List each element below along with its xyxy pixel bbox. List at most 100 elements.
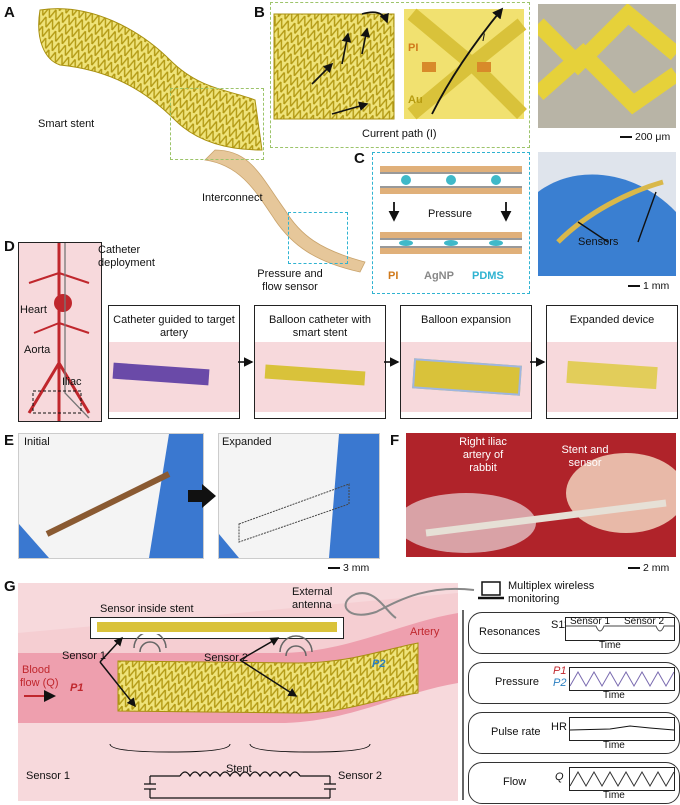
heart-label: Heart — [20, 304, 47, 316]
anatomy-frame — [18, 242, 102, 422]
smart-stent-label: Smart stent — [38, 118, 95, 130]
current-i-label: I — [482, 32, 486, 44]
expanded-label: Expanded — [222, 436, 272, 448]
monitor-resonances: Resonances S11 Sensor 1 Sensor 2 Time — [468, 612, 680, 654]
pressure-label: Pressure — [427, 208, 473, 220]
scale-bar-e: 3 mm — [328, 562, 369, 574]
stent-sensor-label: Stent and sensor — [561, 444, 609, 469]
expanded-photo — [218, 433, 380, 559]
scale-bar-c: 1 mm — [628, 280, 669, 292]
sensors-label: Sensors — [578, 236, 619, 248]
q-axis: Q — [555, 771, 564, 783]
initial-label: Initial — [24, 436, 50, 448]
sensor1-mini-label: Sensor 1 — [570, 616, 611, 627]
step-arrows — [238, 357, 546, 367]
flow-plot — [569, 767, 675, 791]
surgery-photo — [406, 433, 676, 557]
sensor2-mini-label: Sensor 2 — [624, 616, 665, 627]
sensor-strip — [97, 622, 337, 632]
sensor-arrows — [99, 634, 313, 708]
panel-b-frame — [270, 2, 530, 148]
stent-zoom-box — [170, 88, 264, 160]
glove-photo — [538, 152, 676, 276]
iliac-artery-label: Right iliac artery of rabbit — [459, 436, 507, 474]
current-path-illustration — [273, 7, 527, 120]
p2-label: P2 — [372, 658, 386, 670]
circuit-sensor1-label: Sensor 1 — [26, 770, 71, 782]
scale-bar-b: 200 μm — [620, 131, 670, 143]
multiplex-label: Multiplex wireless monitoring — [508, 580, 595, 605]
laptop-icon — [478, 581, 504, 600]
pressure-monitor-label: Pressure — [495, 676, 540, 688]
aorta-label: Aorta — [24, 344, 51, 356]
pulse-time: Time — [603, 740, 625, 751]
pulse-plot — [569, 717, 675, 741]
pi-legend: PI — [388, 270, 399, 282]
panel-label-e: E — [4, 432, 15, 449]
panel-label-c: C — [354, 150, 365, 167]
circuit-sensor2-label: Sensor 2 — [338, 770, 383, 782]
step-1-vessel — [109, 342, 239, 412]
current-path-label: Current path (I) — [362, 128, 437, 140]
iliac-label: Iliac — [62, 376, 82, 388]
resonances-time: Time — [599, 640, 621, 651]
p2-axis: P2 — [553, 677, 567, 689]
blood-label: Blood — [22, 664, 51, 676]
smart-stent-illustration — [38, 8, 366, 273]
monitor-link-line — [462, 610, 464, 800]
sensor-inside-box — [90, 617, 344, 639]
p1-axis: P1 — [553, 665, 567, 677]
p1-label: P1 — [70, 682, 84, 694]
monitor-pressure: Pressure P1 P2 Time — [468, 662, 680, 704]
circuit-stent-label: Stent — [226, 763, 252, 775]
interconnect-label: Interconnect — [202, 192, 263, 204]
arrow-right-icon — [188, 484, 216, 508]
step-2: Balloon catheter with smart stent — [254, 305, 386, 419]
step-3-label: Balloon expansion — [421, 314, 511, 326]
sensor-zoom-box — [288, 212, 348, 264]
step-2-vessel — [255, 342, 385, 412]
panel-label-b: B — [254, 4, 265, 21]
sensor1-label: Sensor 1 — [62, 650, 107, 662]
step-3-vessel — [401, 342, 531, 412]
panel-label-f: F — [390, 432, 400, 449]
pi-label: PI — [408, 42, 419, 54]
panel-label-a: A — [4, 4, 15, 21]
panel-c-frame — [372, 152, 530, 294]
flow-arrow-icon — [24, 690, 56, 702]
pressure-sensor-layers — [380, 166, 522, 254]
catheter-deployment-text: Catheter deployment — [98, 244, 155, 269]
resonance-plot: Sensor 1 Sensor 2 — [565, 616, 675, 641]
agnp-legend: AgNP — [424, 270, 454, 282]
monitor-pulse: Pulse rate HR Time — [468, 712, 680, 754]
catheter-tube — [112, 362, 210, 386]
step-3: Balloon expansion — [400, 305, 532, 419]
panel-label-g: G — [4, 578, 16, 595]
hr-axis: HR — [551, 721, 567, 733]
artery-label: Artery — [410, 626, 440, 638]
flow-time: Time — [603, 790, 625, 801]
au-label: Au — [408, 94, 423, 106]
sem-photo — [538, 4, 676, 128]
sensor-inside-label: Sensor inside stent — [100, 603, 194, 615]
pulse-rate-label: Pulse rate — [491, 726, 541, 738]
pdms-legend: PDMS — [472, 270, 504, 282]
pressure-time: Time — [603, 690, 625, 701]
scale-bar-f: 2 mm — [628, 562, 669, 574]
step-4: Expanded device — [546, 305, 678, 419]
sensor2-label: Sensor 2 — [204, 652, 249, 664]
lc-circuit — [109, 743, 371, 799]
step-1: Catheter guided to target artery — [108, 305, 240, 419]
pressure-plot — [569, 667, 675, 691]
step-4-vessel — [547, 342, 677, 412]
flow-monitor-label: Flow — [503, 776, 527, 788]
catheter-label: Catheter deployment — [98, 244, 158, 270]
panel-label-d: D — [4, 238, 15, 255]
initial-photo — [18, 433, 204, 559]
monitor-flow: Flow Q Time — [468, 762, 680, 804]
antenna-wire — [344, 587, 475, 619]
step-4-label: Expanded device — [569, 314, 655, 326]
external-antenna-label: External antenna — [292, 586, 333, 611]
step-2-label: Balloon catheter with smart stent — [268, 314, 372, 339]
